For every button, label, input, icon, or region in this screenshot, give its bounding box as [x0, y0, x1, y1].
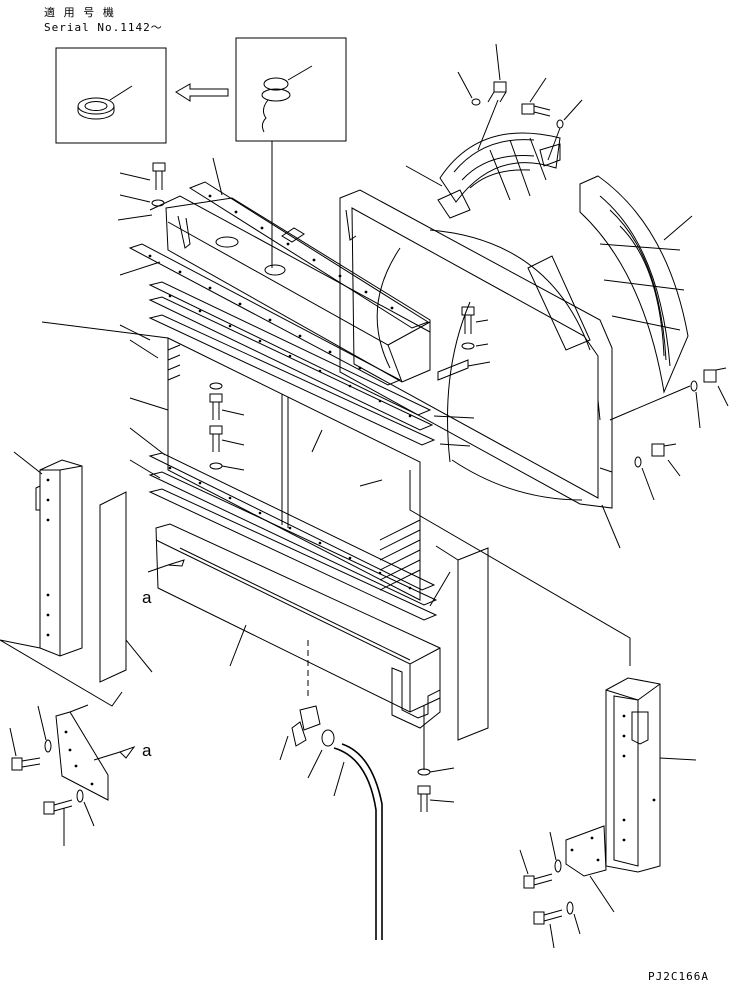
- view-marker-a-lower: a: [142, 741, 152, 760]
- center-bolts: [209, 382, 245, 471]
- leader-lines: [129, 339, 475, 607]
- applicable-models-label: 適 用 号 機: [44, 6, 115, 19]
- fan-guard-right: [579, 175, 693, 394]
- tank-side-bolts: [437, 306, 491, 381]
- lower-bolts: [417, 705, 455, 812]
- right-bracket: [565, 825, 615, 913]
- radiator-core: [167, 337, 421, 601]
- left-bracket-bolts: [9, 705, 95, 846]
- view-marker-a-upper: a: [142, 588, 152, 607]
- core-plates: [119, 281, 438, 621]
- shroud-bolts: [609, 367, 729, 501]
- right-bracket-bolts: [519, 831, 581, 949]
- detail-box-seal: [55, 47, 167, 144]
- drawing-code: PJ2C166A: [648, 970, 709, 983]
- right-side-seal: [409, 470, 631, 741]
- detail-box-cap: [235, 37, 347, 268]
- guard-bolts: [457, 43, 583, 161]
- detail-arrow: [175, 83, 229, 102]
- gasket-strip-upper: [128, 181, 430, 386]
- drain-hose: [279, 640, 383, 940]
- serial-number-label: Serial No.1142〜: [44, 21, 163, 34]
- right-side-frame: [605, 677, 697, 873]
- left-bracket: [55, 704, 136, 801]
- left-side-seal: [0, 491, 153, 707]
- fan-guard-upper: [405, 132, 561, 203]
- fan-shroud: [339, 189, 621, 549]
- lower-tank: [147, 523, 441, 729]
